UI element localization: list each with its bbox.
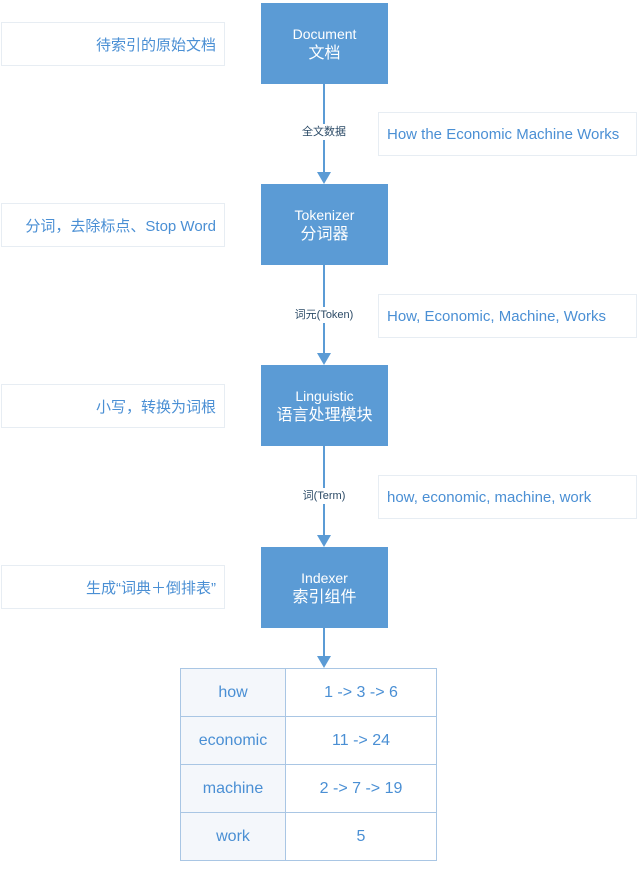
linguistic-box-cn: 语言处理模块 bbox=[276, 406, 373, 424]
postings-cell: 1 -> 3 -> 6 bbox=[285, 668, 437, 717]
example-tokens-text: How, Economic, Machine, Works bbox=[387, 307, 606, 325]
arrow-down-icon bbox=[317, 535, 331, 547]
document-box-en: Document bbox=[292, 25, 357, 42]
arrow-down-icon bbox=[317, 353, 331, 365]
document-box: Document 文档 bbox=[261, 3, 388, 84]
table-row: economic 11 -> 24 bbox=[180, 716, 437, 765]
note-linguistic-text: 小写，转换为词根 bbox=[95, 398, 216, 416]
tokenizer-box-en: Tokenizer bbox=[294, 206, 355, 223]
term-cell: work bbox=[180, 812, 286, 861]
note-linguistic: 小写，转换为词根 bbox=[1, 384, 225, 428]
term-cell: how bbox=[180, 668, 286, 717]
note-raw-document-text: 待索引的原始文档 bbox=[95, 36, 216, 54]
example-terms: how, economic, machine, work bbox=[378, 475, 637, 519]
arrow-down-icon bbox=[317, 172, 331, 184]
linguistic-box: Linguistic 语言处理模块 bbox=[261, 365, 388, 446]
note-indexer-text: 生成“词典＋倒排表” bbox=[86, 579, 216, 597]
postings-cell: 11 -> 24 bbox=[285, 716, 437, 765]
tokenizer-box-cn: 分词器 bbox=[300, 225, 349, 243]
connector-line-4 bbox=[323, 628, 325, 658]
connector-label-fulltext: 全文数据 bbox=[274, 124, 374, 140]
example-fulltext-text: How the Economic Machine Works bbox=[387, 125, 620, 143]
note-raw-document: 待索引的原始文档 bbox=[1, 22, 225, 66]
table-row: machine 2 -> 7 -> 19 bbox=[180, 764, 437, 813]
example-tokens: How, Economic, Machine, Works bbox=[378, 294, 637, 338]
example-terms-text: how, economic, machine, work bbox=[387, 488, 592, 506]
note-indexer: 生成“词典＋倒排表” bbox=[1, 565, 225, 609]
document-box-cn: 文档 bbox=[308, 44, 341, 62]
linguistic-box-en: Linguistic bbox=[295, 387, 354, 404]
postings-cell: 2 -> 7 -> 19 bbox=[285, 764, 437, 813]
connector-label-token: 词元(Token) bbox=[274, 307, 374, 323]
arrow-down-icon bbox=[317, 656, 331, 668]
table-row: work 5 bbox=[180, 812, 437, 861]
indexer-box: Indexer 索引组件 bbox=[261, 547, 388, 628]
term-cell: economic bbox=[180, 716, 286, 765]
note-tokenize: 分词，去除标点、Stop Word bbox=[1, 203, 225, 247]
connector-label-term: 词(Term) bbox=[274, 488, 374, 504]
inverted-index-table: how 1 -> 3 -> 6 economic 11 -> 24 machin… bbox=[180, 668, 437, 861]
indexer-box-cn: 索引组件 bbox=[292, 588, 357, 606]
example-fulltext: How the Economic Machine Works bbox=[378, 112, 637, 156]
term-cell: machine bbox=[180, 764, 286, 813]
postings-cell: 5 bbox=[285, 812, 437, 861]
tokenizer-box: Tokenizer 分词器 bbox=[261, 184, 388, 265]
table-row: how 1 -> 3 -> 6 bbox=[180, 668, 437, 717]
note-tokenize-text: 分词，去除标点、Stop Word bbox=[25, 217, 216, 235]
indexer-box-en: Indexer bbox=[301, 569, 348, 586]
